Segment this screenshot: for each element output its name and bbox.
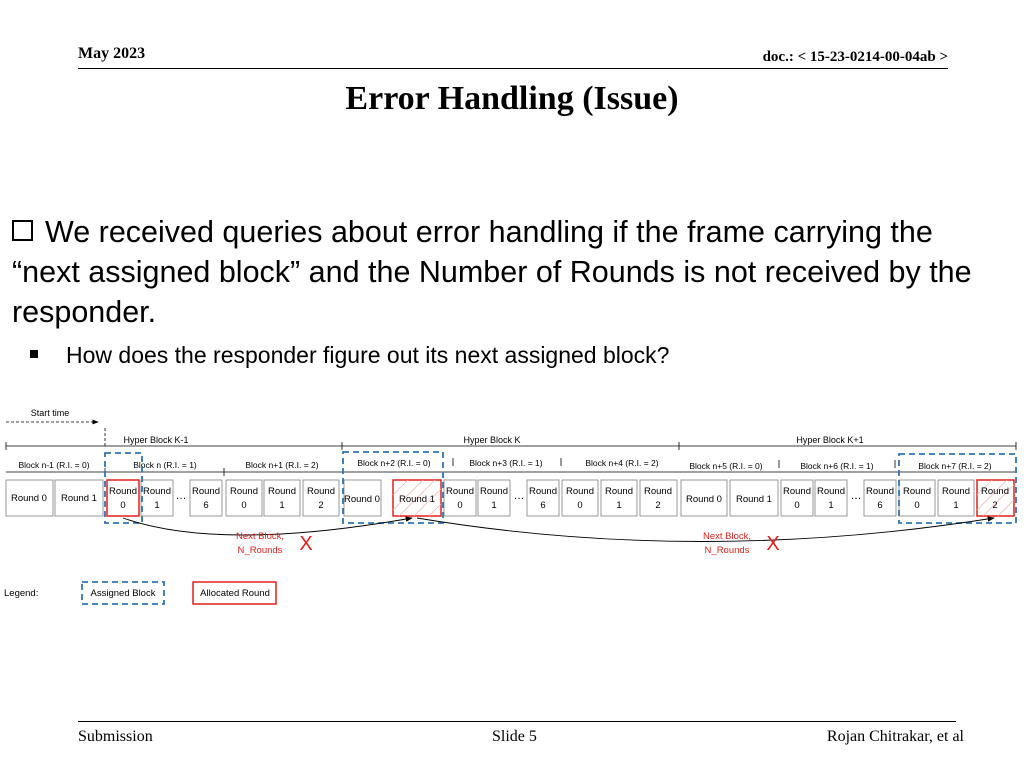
ellipsis: … bbox=[176, 490, 187, 502]
hyper-block-label: Hyper Block K+1 bbox=[796, 435, 863, 445]
checkbox-bullet-icon bbox=[12, 220, 33, 241]
hyper-block-label: Hyper Block K bbox=[463, 435, 520, 445]
legend-label: Legend: bbox=[4, 588, 38, 599]
svg-text:2: 2 bbox=[318, 500, 323, 511]
header-doc-id: doc.: < 15-23-0214-00-04ab > bbox=[762, 49, 948, 65]
legend-allocated-text: Allocated Round bbox=[200, 588, 270, 599]
assigned-block-n-plus-7 bbox=[898, 453, 1017, 524]
svg-text:1: 1 bbox=[279, 500, 284, 511]
round-label: Round 1 bbox=[736, 494, 772, 505]
block-label: Block n+5 (R.I. = 0) bbox=[689, 461, 762, 471]
round-label: Round bbox=[566, 486, 594, 497]
block-label: Block n-1 (R.I. = 0) bbox=[18, 460, 89, 470]
slide-title: Error Handling (Issue) bbox=[345, 80, 679, 117]
bullet-sub-text: How does the responder figure out its ne… bbox=[66, 342, 670, 368]
legend-allocated-swatch bbox=[192, 581, 277, 605]
svg-text:2: 2 bbox=[992, 500, 997, 511]
hyper-block-label: Hyper Block K-1 bbox=[123, 435, 188, 445]
svg-text:6: 6 bbox=[877, 500, 882, 511]
header-date: May 2023 bbox=[78, 45, 146, 62]
round-label: Round bbox=[783, 486, 811, 497]
round-label: Round bbox=[644, 486, 672, 497]
round-allocation-diagram: Start time Hyper Block K-1 Hyper Block K… bbox=[4, 408, 1017, 605]
next-block-label: Next Block, bbox=[703, 531, 751, 542]
round-row-k: Round 0 Round 1 Round 0 Round 1 … Round … bbox=[343, 479, 678, 517]
svg-text:0: 0 bbox=[577, 500, 582, 511]
svg-text:1: 1 bbox=[491, 500, 496, 511]
round-label: Round bbox=[109, 486, 137, 497]
footer-submission: Submission bbox=[78, 728, 153, 745]
svg-text:0: 0 bbox=[794, 500, 799, 511]
square-bullet-icon bbox=[30, 350, 38, 358]
svg-text:1: 1 bbox=[616, 500, 621, 511]
next-block-label: Next Block, bbox=[236, 531, 284, 542]
svg-text:2: 2 bbox=[655, 500, 660, 511]
block-ticks bbox=[6, 458, 1016, 476]
svg-text:1: 1 bbox=[154, 500, 159, 511]
svg-text:1: 1 bbox=[953, 500, 958, 511]
footer-divider bbox=[78, 721, 956, 722]
n-rounds-label: N_Rounds bbox=[705, 545, 750, 556]
block-label: Block n (R.I. = 1) bbox=[133, 460, 197, 470]
footer-author: Rojan Chitrakar, et al bbox=[826, 728, 964, 745]
round-label: Round 1 bbox=[399, 494, 435, 505]
round-label: Round bbox=[230, 486, 258, 497]
svg-text:0: 0 bbox=[120, 500, 125, 511]
ellipsis: … bbox=[851, 490, 862, 502]
start-time-label: Start time bbox=[31, 408, 70, 418]
hatch-pattern bbox=[392, 479, 442, 517]
round-label: Round bbox=[307, 486, 335, 497]
footer-slide-number: Slide 5 bbox=[492, 728, 537, 745]
header-divider bbox=[78, 68, 948, 69]
round-label: Round bbox=[817, 486, 845, 497]
block-label: Block n+3 (R.I. = 1) bbox=[469, 458, 542, 468]
svg-text:1: 1 bbox=[828, 500, 833, 511]
next-block-arc-1 bbox=[122, 516, 413, 536]
round-label: Round bbox=[866, 486, 894, 497]
svg-text:6: 6 bbox=[203, 500, 208, 511]
round-label: Round bbox=[446, 486, 474, 497]
block-label: Block n+7 (R.I. = 2) bbox=[918, 461, 991, 471]
round-label: Round bbox=[529, 486, 557, 497]
svg-text:0: 0 bbox=[457, 500, 462, 511]
lost-frame-x-icon: X bbox=[299, 533, 312, 555]
round-label: Round bbox=[903, 486, 931, 497]
round-label: Round 1 bbox=[61, 493, 97, 504]
round-label: Round 0 bbox=[11, 493, 47, 504]
round-label: Round bbox=[942, 486, 970, 497]
bullet-sub: How does the responder figure out its ne… bbox=[30, 342, 669, 369]
assigned-block-n-plus-2 bbox=[342, 451, 444, 524]
round-row-k-minus-1: Round 0 Round 1 Round 0 Round 1 … Round … bbox=[5, 479, 340, 517]
ellipsis: … bbox=[514, 490, 525, 502]
block-label: Block n+6 (R.I. = 1) bbox=[800, 461, 873, 471]
round-label: Round bbox=[480, 486, 508, 497]
round-label: Round bbox=[268, 486, 296, 497]
round-label: Round 0 bbox=[686, 494, 722, 505]
round-label: Round bbox=[192, 486, 220, 497]
round-row-k-plus-1: Round 0 Round 1 Round 0 Round 1 … Round … bbox=[680, 479, 1015, 517]
block-label: Block n+1 (R.I. = 2) bbox=[245, 460, 318, 470]
block-label: Block n+4 (R.I. = 2) bbox=[585, 458, 658, 468]
bullet-main: We received queries about error handling… bbox=[12, 212, 1002, 332]
round-label: Round 0 bbox=[344, 494, 380, 505]
lost-frame-x-icon: X bbox=[766, 533, 779, 555]
svg-text:0: 0 bbox=[914, 500, 919, 511]
legend-assigned-text: Assigned Block bbox=[91, 588, 156, 599]
next-block-arc-2 bbox=[416, 516, 995, 542]
legend-assigned-swatch bbox=[81, 581, 165, 605]
assigned-block-n bbox=[104, 452, 143, 524]
svg-text:0: 0 bbox=[241, 500, 246, 511]
bullet-main-text: We received queries about error handling… bbox=[12, 215, 972, 329]
svg-text:6: 6 bbox=[540, 500, 545, 511]
n-rounds-label: N_Rounds bbox=[238, 545, 283, 556]
block-label: Block n+2 (R.I. = 0) bbox=[357, 458, 430, 468]
hatch-pattern bbox=[976, 479, 1015, 517]
round-label: Round bbox=[605, 486, 633, 497]
round-label: Round bbox=[143, 486, 171, 497]
round-label: Round bbox=[981, 486, 1009, 497]
